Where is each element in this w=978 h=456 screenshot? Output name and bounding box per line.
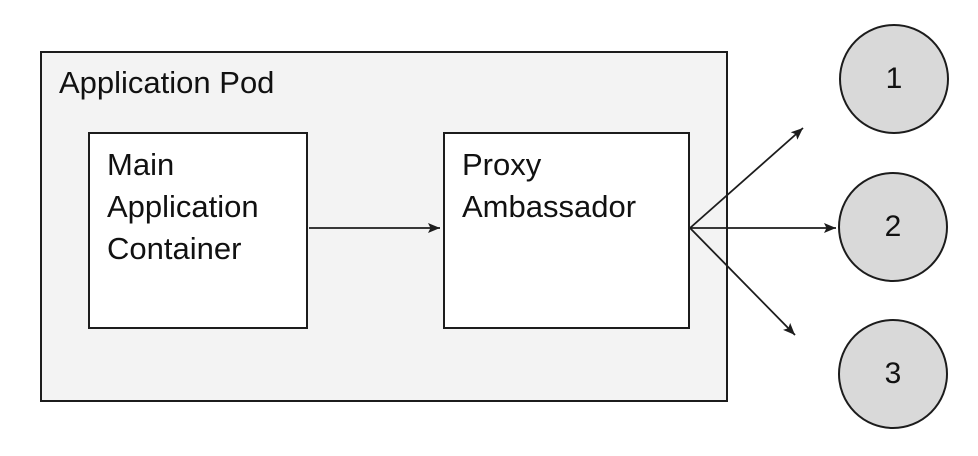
application-pod-label: Application Pod bbox=[59, 65, 275, 100]
node-proxy-ambassador-label: Proxy Ambassador bbox=[462, 147, 637, 224]
node-main-application-container-label: Main Application Container bbox=[107, 147, 259, 266]
endpoint-node-2: 2 bbox=[838, 172, 948, 282]
endpoint-node-2-label: 2 bbox=[884, 210, 902, 243]
endpoint-node-1: 1 bbox=[839, 24, 949, 134]
endpoint-node-1-label: 1 bbox=[885, 62, 903, 95]
endpoint-node-3-label: 3 bbox=[884, 357, 902, 390]
node-proxy-ambassador: Proxy Ambassador bbox=[443, 132, 690, 329]
node-main-application-container: Main Application Container bbox=[88, 132, 308, 329]
endpoint-node-3: 3 bbox=[838, 319, 948, 429]
